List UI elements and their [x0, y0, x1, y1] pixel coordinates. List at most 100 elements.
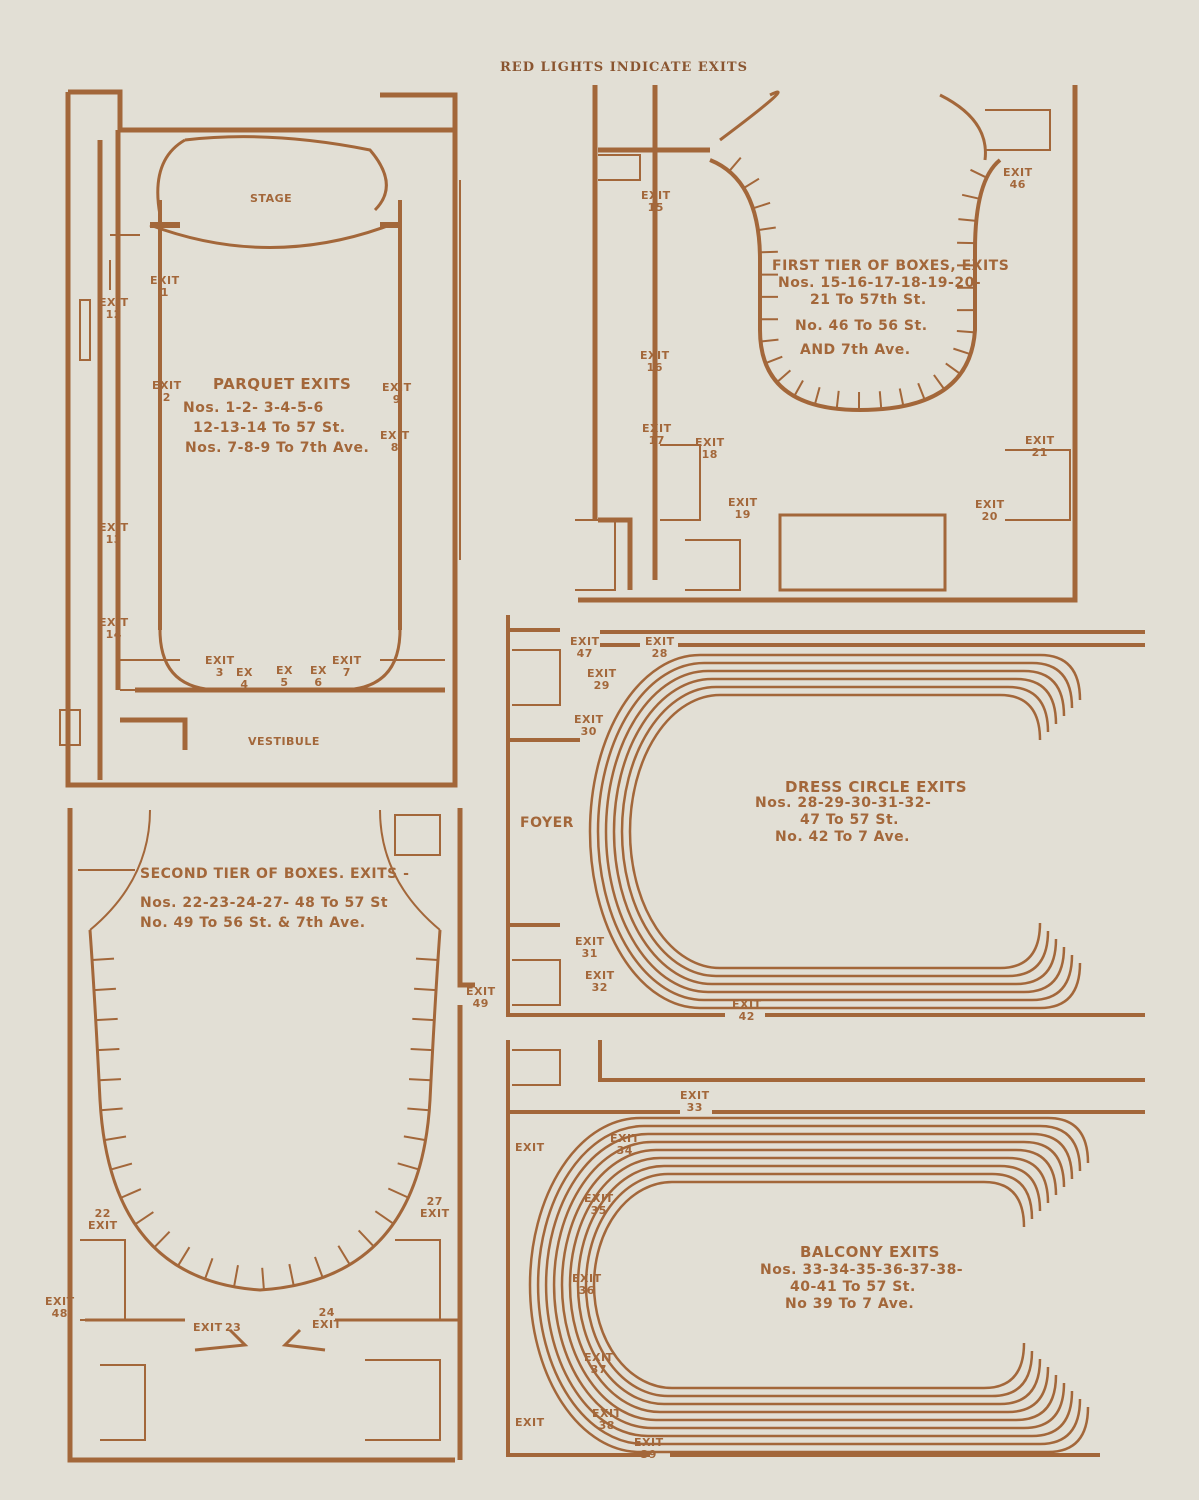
stage-label: STAGE: [250, 192, 293, 205]
balcony-seating-rows: [528, 1116, 1090, 1454]
first-tier-title: FIRST TIER OF BOXES, EXITS: [772, 258, 1010, 274]
box-partition: [407, 1107, 430, 1112]
first-tier-plan: [575, 85, 1078, 603]
box-partition: [177, 1246, 191, 1267]
seating-row: [560, 1148, 1058, 1422]
box-partition: [945, 362, 961, 375]
box-partition: [953, 347, 971, 356]
parquet-line-1: Nos. 1-2- 3-4-5-6: [183, 400, 324, 416]
box-partition: [134, 1211, 154, 1226]
foyer-label: FOYER: [520, 815, 574, 831]
box-partition: [743, 177, 760, 189]
second-tier-box-partitions: [91, 957, 439, 1290]
box-partition: [898, 388, 905, 407]
seating-row: [544, 1132, 1074, 1438]
parquet-plan: [59, 89, 461, 788]
box-partition: [793, 380, 804, 397]
box-partition: [878, 391, 883, 410]
seating-row: [596, 661, 1074, 1002]
box-partition: [120, 1188, 142, 1199]
box-partition: [410, 1047, 433, 1052]
dress-circle-line-3: No. 42 To 7 Ave.: [775, 829, 910, 845]
box-partition: [760, 338, 779, 343]
box-partition: [204, 1257, 214, 1280]
box-partition: [813, 386, 821, 405]
second-tier-plan: [67, 808, 475, 1463]
first-tier-box-partitions: [728, 156, 988, 411]
box-partition: [728, 156, 742, 172]
balcony-title: BALCONY EXITS: [800, 1243, 940, 1261]
seating-row: [592, 1180, 1026, 1390]
box-partition: [835, 390, 840, 409]
balcony-line-1: Nos. 33-34-35-36-37-38-: [760, 1262, 964, 1278]
dress-circle-line-2: 47 To 57 St.: [800, 812, 899, 828]
balcony-line-3: No 39 To 7 Ave.: [785, 1296, 915, 1312]
first-tier-line-4: AND 7th Ave.: [800, 342, 911, 358]
box-partition: [765, 355, 783, 365]
box-partition: [403, 1135, 426, 1142]
box-partition: [337, 1245, 351, 1266]
first-tier-line-3: No. 46 To 56 St.: [795, 318, 928, 334]
exit-label: EXIT: [515, 1416, 545, 1429]
box-partition: [261, 1267, 265, 1290]
seating-row: [628, 693, 1042, 970]
parquet-line-2: 12-13-14 To 57 St.: [193, 420, 346, 436]
box-partition: [752, 201, 771, 210]
dress-circle-plan: [506, 615, 1145, 1017]
box-partition: [288, 1263, 295, 1286]
seating-row: [568, 1156, 1050, 1414]
box-partition: [397, 1162, 420, 1171]
box-partition: [374, 1210, 394, 1225]
box-partition: [970, 168, 988, 179]
box-partition: [415, 957, 439, 962]
box-partition: [98, 1078, 122, 1082]
seating-row: [588, 653, 1082, 1010]
first-tier-line-2: 21 To 57th St.: [810, 292, 927, 308]
box-partition: [961, 193, 980, 200]
box-partition: [414, 987, 437, 992]
dress-circle-seating-rows: [588, 653, 1082, 1010]
box-partition: [917, 382, 926, 401]
parquet-title: PARQUET EXITS: [213, 375, 352, 393]
box-partition: [100, 1107, 123, 1112]
box-partition: [412, 1017, 435, 1022]
box-partition: [97, 1047, 120, 1052]
seating-row: [584, 1172, 1034, 1398]
dress-circle-title: DRESS CIRCLE EXITS: [785, 778, 968, 796]
seating-row: [536, 1124, 1082, 1446]
exit-label: EXIT: [515, 1141, 545, 1154]
box-partition: [314, 1256, 324, 1278]
exits-header: RED LIGHTS INDICATE EXITS: [500, 60, 748, 75]
second-tier-line-2: No. 49 To 56 St. & 7th Ave.: [140, 915, 366, 931]
seating-row: [620, 685, 1050, 978]
box-partition: [95, 1017, 118, 1022]
box-partition: [104, 1135, 127, 1142]
balcony-line-2: 40-41 To 57 St.: [790, 1279, 916, 1295]
box-partition: [110, 1162, 133, 1171]
